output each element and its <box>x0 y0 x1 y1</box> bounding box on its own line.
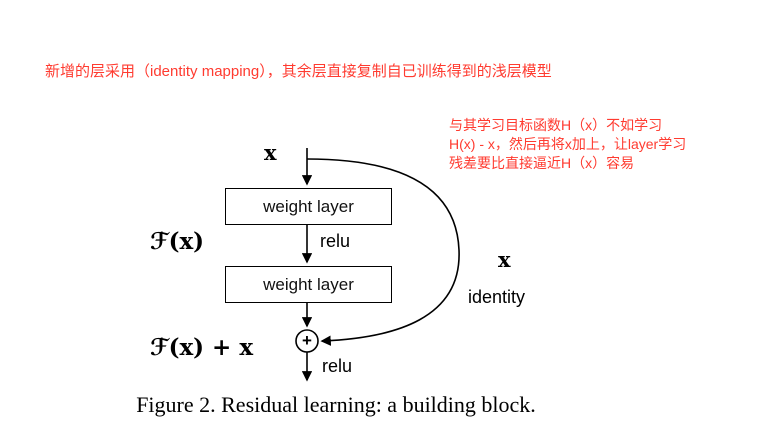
plus-icon: + <box>302 331 312 350</box>
sum-output-label: ℱ(x) + x <box>150 334 254 361</box>
side-note-line-1: 与其学习目标函数H（x）不如学习 <box>449 117 663 133</box>
annotation-top-note: 新增的层采用（identity mapping），其余层直接复制自已训练得到的浅… <box>45 63 552 80</box>
identity-x-label: x <box>498 247 511 272</box>
weight-layer-box-2: weight layer <box>225 266 392 303</box>
annotation-side-note: 与其学习目标函数H（x）不如学习 H(x) - x，然后再将x加上，让layer… <box>449 116 686 173</box>
side-note-line-3: 残差要比直接逼近H（x）容易 <box>449 155 635 171</box>
residual-function-label: ℱ(x) <box>150 228 205 255</box>
weight-layer-box-1: weight layer <box>225 188 392 225</box>
weight-layer-1-label: weight layer <box>263 196 354 216</box>
relu-label-2: relu <box>322 356 353 376</box>
identity-label: identity <box>468 287 526 307</box>
figure-caption: Figure 2. Residual learning: a building … <box>136 392 536 417</box>
input-x-label: x <box>264 140 277 165</box>
side-note-line-2: H(x) - x，然后再将x加上，让layer学习 <box>449 136 687 152</box>
relu-label-1: relu <box>320 231 351 251</box>
weight-layer-2-label: weight layer <box>263 274 354 294</box>
identity-skip-arrow <box>306 158 460 346</box>
